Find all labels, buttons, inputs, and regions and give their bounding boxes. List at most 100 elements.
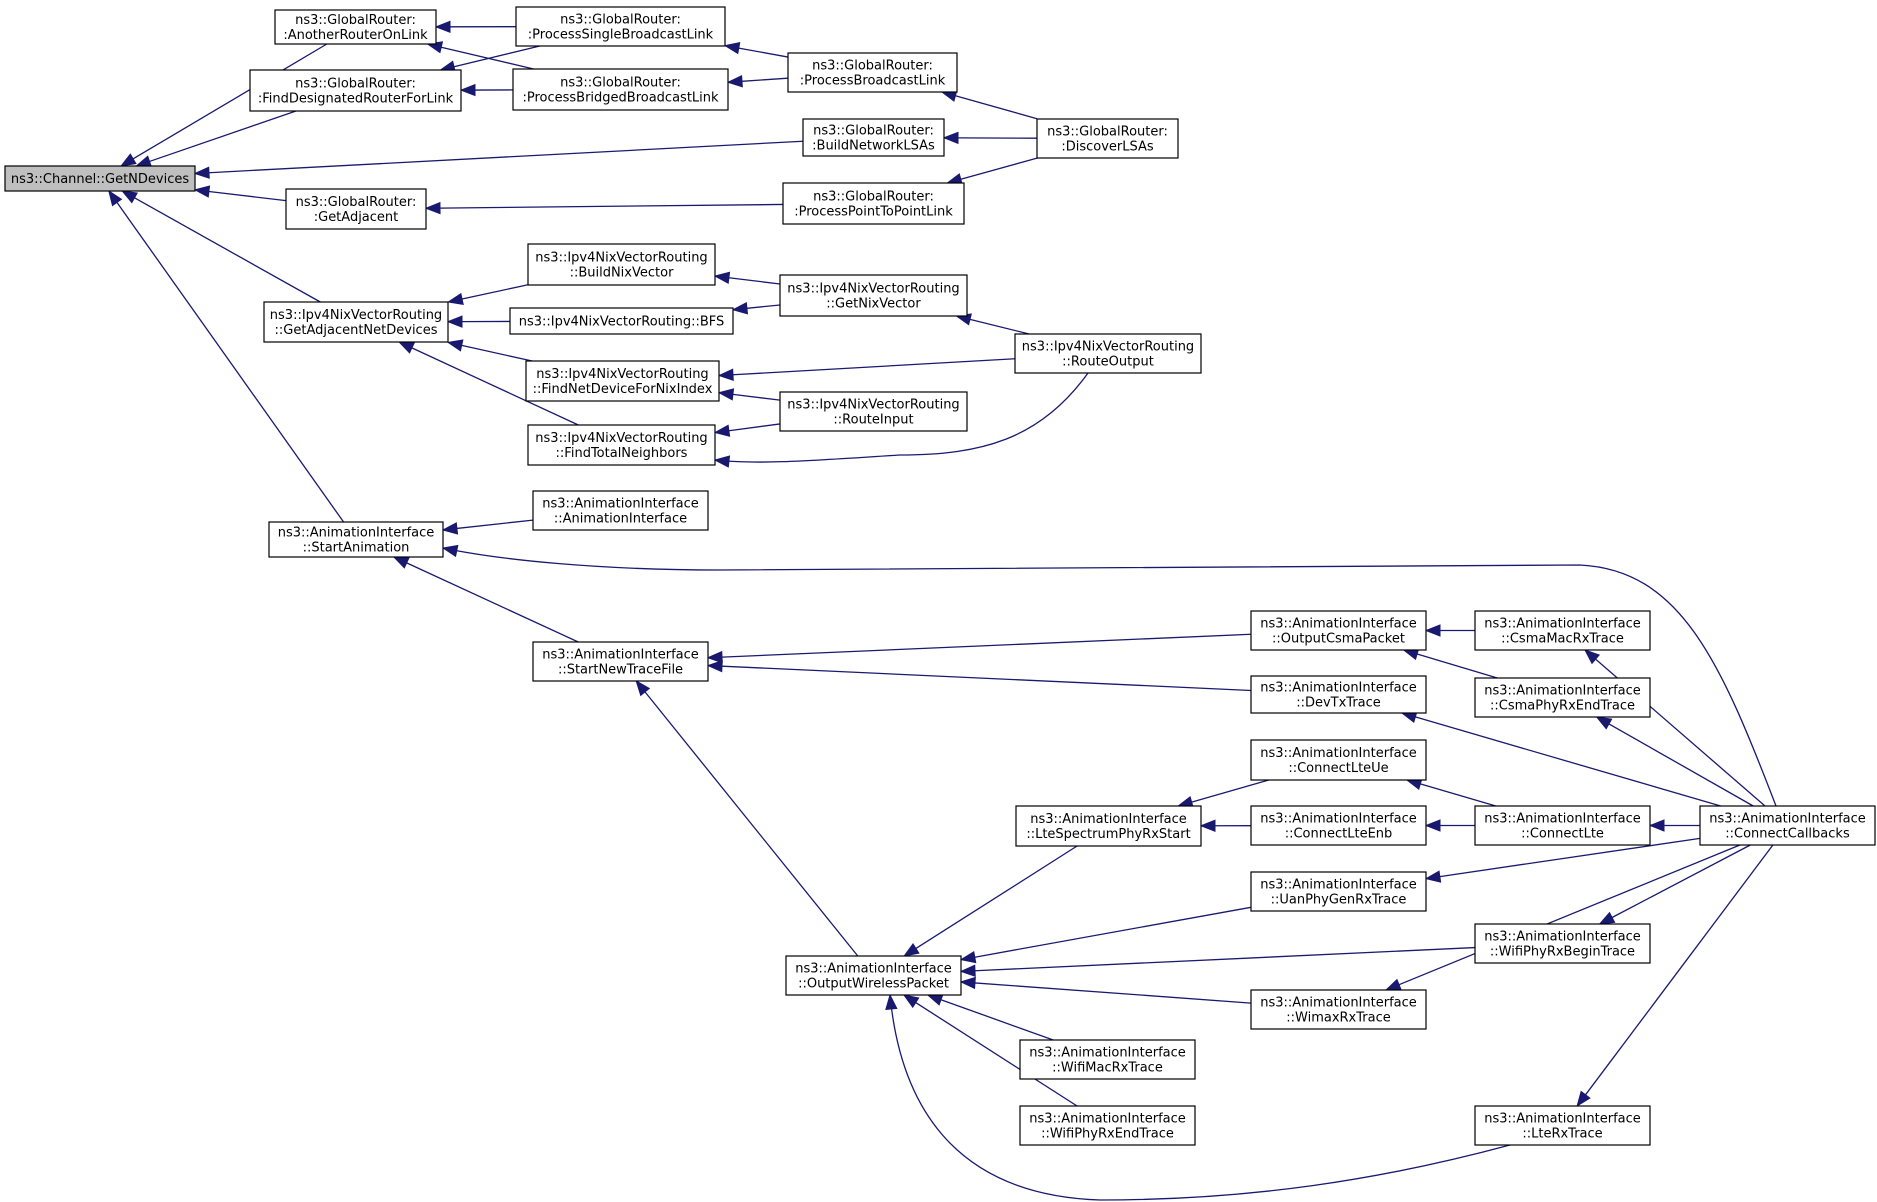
node-buildnix[interactable]: ns3::Ipv4NixVectorRouting::BuildNixVecto… (527, 243, 716, 286)
edge-connectcb-to-wifiphyrxbegin-line (1611, 844, 1751, 919)
edge-procbcast-to-procbridged-arrowhead (726, 75, 743, 88)
node-anotherrouter-box (274, 9, 437, 45)
node-getnix[interactable]: ns3::Ipv4NixVectorRouting::GetNixVector (779, 274, 968, 317)
node-connectlteenb-label-0: ns3::AnimationInterface (1260, 812, 1417, 827)
node-wifimacrx[interactable]: ns3::AnimationInterface::WifiMacRxTrace (1019, 1039, 1196, 1080)
edge-connectcb-to-csmamacrx (1583, 649, 1766, 807)
node-discoverlsas-label-1: :DiscoverLSAs (1061, 140, 1154, 155)
node-uanphy[interactable]: ns3::AnimationInterface::UanPhyGenRxTrac… (1250, 871, 1427, 912)
node-wimaxrx-label-0: ns3::AnimationInterface (1260, 996, 1417, 1011)
node-findnetdev[interactable]: ns3::Ipv4NixVectorRouting::FindNetDevice… (525, 360, 720, 402)
edge-routeoutput-to-findtotal-arrowhead (713, 455, 731, 468)
node-buildnetlsas[interactable]: ns3::GlobalRouter::BuildNetworkLSAs (802, 118, 945, 157)
edge-buildnix-to-getadjnetdev (447, 284, 529, 306)
node-finddesignated[interactable]: ns3::GlobalRouter::FindDesignatedRouterF… (249, 69, 462, 112)
node-ltespectrum[interactable]: ns3::AnimationInterface::LteSpectrumPhyR… (1015, 805, 1202, 847)
node-discoverlsas[interactable]: ns3::GlobalRouter::DiscoverLSAs (1036, 118, 1179, 159)
edge-procsinglebcast-to-finddesignated-line (453, 45, 540, 68)
edge-connectcb-to-connectlte-arrowhead (1648, 819, 1665, 832)
node-discoverlsas-box (1036, 118, 1179, 159)
node-buildnetlsas-box (802, 118, 945, 157)
node-wimaxrx[interactable]: ns3::AnimationInterface::WimaxRxTrace (1250, 989, 1427, 1030)
node-buildnix-box (527, 243, 716, 286)
node-buildnetlsas-label-1: :BuildNetworkLSAs (812, 139, 935, 154)
edge-startanimation-to-getndevices-line (116, 202, 345, 523)
edge-wifimacrx-to-outwireless-arrowhead (926, 994, 944, 1006)
node-procp2p[interactable]: ns3::GlobalRouter::ProcessPointToPointLi… (782, 182, 965, 225)
edge-findnetdev-to-getadjnetdev-arrowhead (446, 339, 464, 352)
edge-findtotal-to-getadjnetdev-arrowhead (397, 341, 415, 354)
node-startnewtrace[interactable]: ns3::AnimationInterface::StartNewTraceFi… (532, 641, 709, 682)
edge-ltespectrum-to-outwireless-arrowhead (902, 942, 920, 957)
node-connectlteue[interactable]: ns3::AnimationInterface::ConnectLteUe (1250, 739, 1427, 781)
node-wifiphyrxbegin[interactable]: ns3::AnimationInterface::WifiPhyRxBeginT… (1474, 923, 1651, 964)
edge-devtx-to-startnewtrace-arrowhead (706, 659, 723, 673)
node-routeinput-label-1: ::RouteInput (833, 413, 913, 428)
node-findtotal[interactable]: ns3::Ipv4NixVectorRouting::FindTotalNeig… (527, 424, 716, 466)
node-anotherrouter[interactable]: ns3::GlobalRouter::AnotherRouterOnLink (274, 9, 437, 45)
node-bfs-label-0: ns3::Ipv4NixVectorRouting::BFS (519, 315, 725, 330)
node-csmamacrx[interactable]: ns3::AnimationInterface::CsmaMacRxTrace (1474, 610, 1651, 651)
node-outcsma[interactable]: ns3::AnimationInterface::OutputCsmaPacke… (1250, 610, 1427, 651)
node-csmaphyrxend[interactable]: ns3::AnimationInterface::CsmaPhyRxEndTra… (1474, 677, 1651, 718)
edge-procp2p-to-getadjacent (424, 201, 784, 215)
edge-connectcb-to-lterx (1576, 844, 1774, 1108)
node-getadjnetdev[interactable]: ns3::Ipv4NixVectorRouting::GetAdjacentNe… (263, 301, 449, 343)
node-procsinglebcast[interactable]: ns3::GlobalRouter::ProcessSingleBroadcas… (515, 6, 726, 47)
node-devtx-label-0: ns3::AnimationInterface (1260, 681, 1417, 696)
edge-discoverlsas-to-procbcast (940, 89, 1038, 120)
edge-outcsma-to-startnewtrace (706, 633, 1252, 664)
node-bfs[interactable]: ns3::Ipv4NixVectorRouting::BFS (509, 307, 734, 335)
node-procbcast[interactable]: ns3::GlobalRouter::ProcessBroadcastLink (787, 52, 958, 93)
node-connectlte-box (1474, 805, 1651, 846)
edge-connectcb-to-uanphy-arrowhead (1424, 870, 1442, 883)
node-discoverlsas-label-0: ns3::GlobalRouter: (1047, 125, 1168, 140)
edge-csmamacrx-to-outcsma (1424, 624, 1475, 637)
edge-wimaxrx-to-outwireless-line (974, 982, 1252, 1004)
node-routeoutput-box (1014, 333, 1202, 374)
edge-connectcb-to-lterx-arrowhead (1576, 1090, 1591, 1108)
node-startanimation[interactable]: ns3::AnimationInterface::StartAnimation (268, 521, 444, 558)
node-lterx[interactable]: ns3::AnimationInterface::LteRxTrace (1474, 1105, 1651, 1146)
edge-findnetdev-to-getadjnetdev-line (461, 344, 533, 362)
node-connectlteue-box (1250, 739, 1427, 781)
edge-routeoutput-to-getnix-line (969, 318, 1030, 335)
node-finddesignated-label-1: :FindDesignatedRouterForLink (258, 92, 454, 107)
node-getndevices-label-0: ns3::Channel::GetNDevices (11, 172, 190, 187)
edge-connectcb-to-startanimation-line (442, 547, 1777, 807)
node-lterx-label-1: ::LteRxTrace (1522, 1127, 1602, 1142)
node-connectcb[interactable]: ns3::AnimationInterface::ConnectCallback… (1699, 805, 1876, 846)
node-wifimacrx-box (1019, 1039, 1196, 1080)
node-finddesignated-label-0: ns3::GlobalRouter: (295, 77, 416, 92)
node-outwireless-label-0: ns3::AnimationInterface (795, 962, 952, 977)
edge-connectcb-to-csmaphyrxend-line (1608, 723, 1754, 807)
edge-buildnetlsas-to-getndevices-arrowhead (193, 166, 210, 179)
node-connectlteenb-box (1250, 805, 1427, 846)
node-getnix-box (779, 274, 968, 317)
node-animctor[interactable]: ns3::AnimationInterface::AnimationInterf… (532, 490, 709, 531)
edge-getadjacent-to-getndevices-line (208, 190, 287, 202)
node-getndevices[interactable]: ns3::Channel::GetNDevices (4, 165, 196, 192)
edge-finddesignated-to-getndevices-line (149, 110, 297, 163)
node-outwireless-box (785, 955, 962, 996)
node-outwireless[interactable]: ns3::AnimationInterface::OutputWirelessP… (785, 955, 962, 996)
edge-procsinglebcast-to-anotherrouter (434, 20, 517, 34)
node-devtx-label-1: ::DevTxTrace (1296, 696, 1381, 711)
edge-getadjnetdev-to-getndevices (121, 190, 321, 303)
node-getadjacent[interactable]: ns3::GlobalRouter::GetAdjacent (285, 188, 427, 230)
node-connectlteenb[interactable]: ns3::AnimationInterface::ConnectLteEnb (1250, 805, 1427, 846)
edge-wifimacrx-to-outwireless-line (940, 999, 1054, 1041)
node-connectlte[interactable]: ns3::AnimationInterface::ConnectLte (1474, 805, 1651, 846)
node-devtx[interactable]: ns3::AnimationInterface::DevTxTrace (1250, 675, 1427, 714)
node-routeinput[interactable]: ns3::Ipv4NixVectorRouting::RouteInput (779, 391, 968, 432)
node-csmamacrx-box (1474, 610, 1651, 651)
node-csmaphyrxend-label-1: ::CsmaPhyRxEndTrace (1490, 699, 1635, 714)
node-startnewtrace-box (532, 641, 709, 682)
node-animctor-box (532, 490, 709, 531)
node-wifiphyrxend[interactable]: ns3::AnimationInterface::WifiPhyRxEndTra… (1019, 1105, 1196, 1146)
node-routeoutput[interactable]: ns3::Ipv4NixVectorRouting::RouteOutput (1014, 333, 1202, 374)
node-procbridged[interactable]: ns3::GlobalRouter::ProcessBridgedBroadca… (512, 68, 729, 111)
node-ltespectrum-label-0: ns3::AnimationInterface (1030, 812, 1187, 827)
edge-finddesignated-to-getndevices (134, 110, 297, 168)
node-connectcb-label-1: ::ConnectCallbacks (1725, 827, 1850, 842)
